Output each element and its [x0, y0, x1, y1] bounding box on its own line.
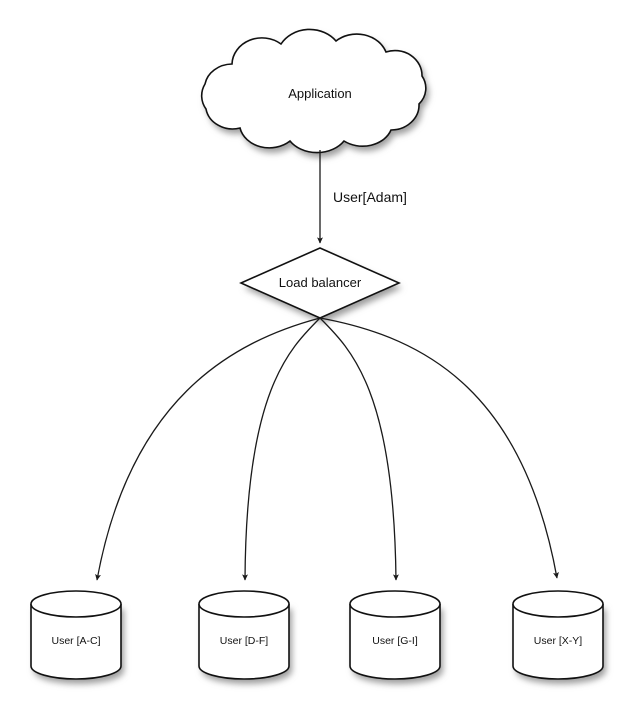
node-database-0[interactable]: User [A-C] [30, 590, 122, 680]
node-application-cloud[interactable]: Application [200, 28, 427, 154]
load-balancer-label: Load balancer [279, 275, 362, 290]
edge-balancer-to-db-1 [242, 317, 321, 581]
edge-label-user-adam: User[Adam] [333, 189, 407, 205]
edge-balancer-to-db-3 [319, 317, 559, 579]
edge-balancer-to-db-1-path [242, 317, 321, 581]
edge-application-to-balancer: User[Adam] [317, 150, 407, 244]
database-3-label: User [X-Y] [534, 635, 583, 647]
node-load-balancer-diamond[interactable]: Load balancer [239, 247, 401, 319]
database-2-label: User [G-I] [372, 635, 418, 647]
node-database-1[interactable]: User [D-F] [198, 590, 290, 680]
edge-balancer-to-db-2 [319, 317, 399, 581]
edge-balancer-to-db-3-path [319, 317, 559, 579]
database-1-label: User [D-F] [220, 635, 268, 647]
edge-balancer-to-db-0-path [95, 317, 321, 581]
edge-balancer-to-db-0 [95, 317, 321, 581]
database-0-label: User [A-C] [51, 635, 100, 647]
edge-balancer-to-db-2-path [319, 317, 399, 581]
node-database-3[interactable]: User [X-Y] [512, 590, 604, 680]
application-cloud-label: Application [288, 86, 352, 101]
node-database-2[interactable]: User [G-I] [349, 590, 441, 680]
